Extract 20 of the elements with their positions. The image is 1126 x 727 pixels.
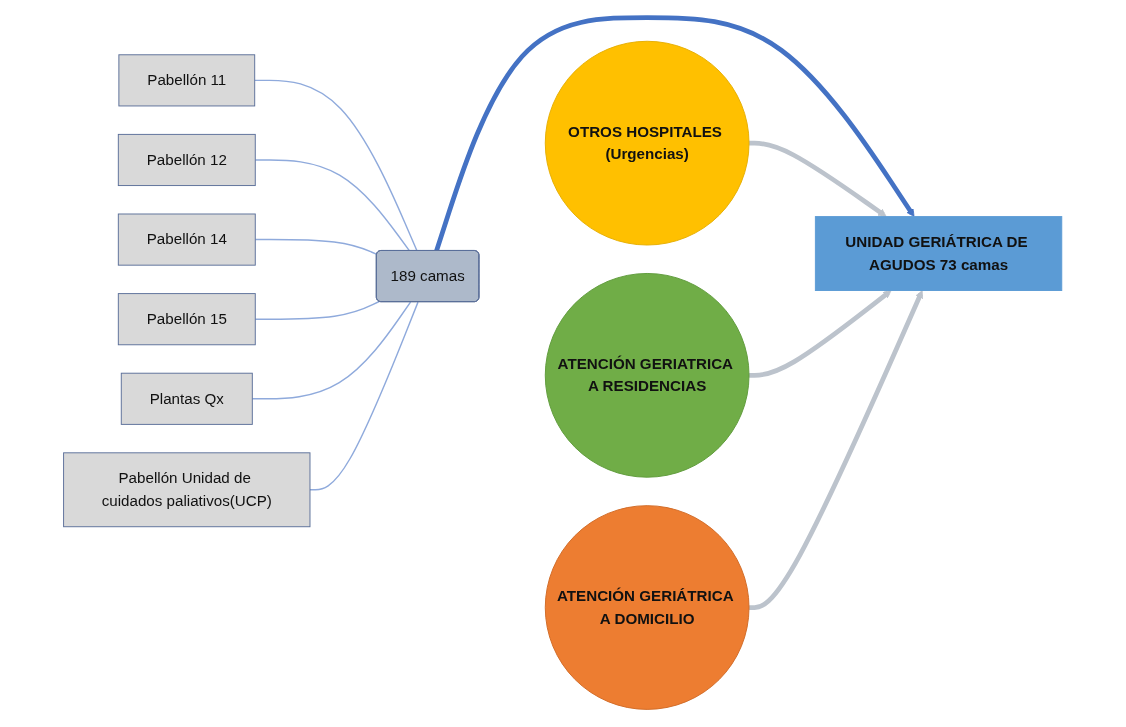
node-box: Plantas Qx (121, 372, 254, 425)
connector (254, 159, 411, 252)
node-circle: ATENCIÓN GERIATRICA A RESIDENCIAS (545, 273, 750, 478)
arrow (749, 290, 924, 610)
node-box: Pabellón 12 (118, 133, 257, 187)
node-box: Pabellón Unidad de cuidados paliativos(UCP) (63, 452, 311, 528)
node-box: Pabellón 14 (118, 213, 257, 266)
node-box: Pabellón 15 (118, 293, 257, 346)
arrow (749, 140, 887, 217)
arrow (749, 290, 892, 378)
arrow (434, 15, 915, 252)
connector (254, 238, 378, 256)
node-circle: ATENCIÓN GERIÁTRICA A DOMICILIO (545, 505, 750, 710)
node-circle: OTROS HOSPITALES (Urgencias) (545, 40, 750, 246)
node-box: Pabellón 11 (118, 54, 256, 107)
connector (309, 301, 419, 491)
connector (254, 300, 381, 320)
connector (251, 301, 412, 400)
connector (254, 79, 419, 252)
node-box: UNIDAD GERIÁTRICA DE AGUDOS 73 camas (815, 216, 1063, 291)
